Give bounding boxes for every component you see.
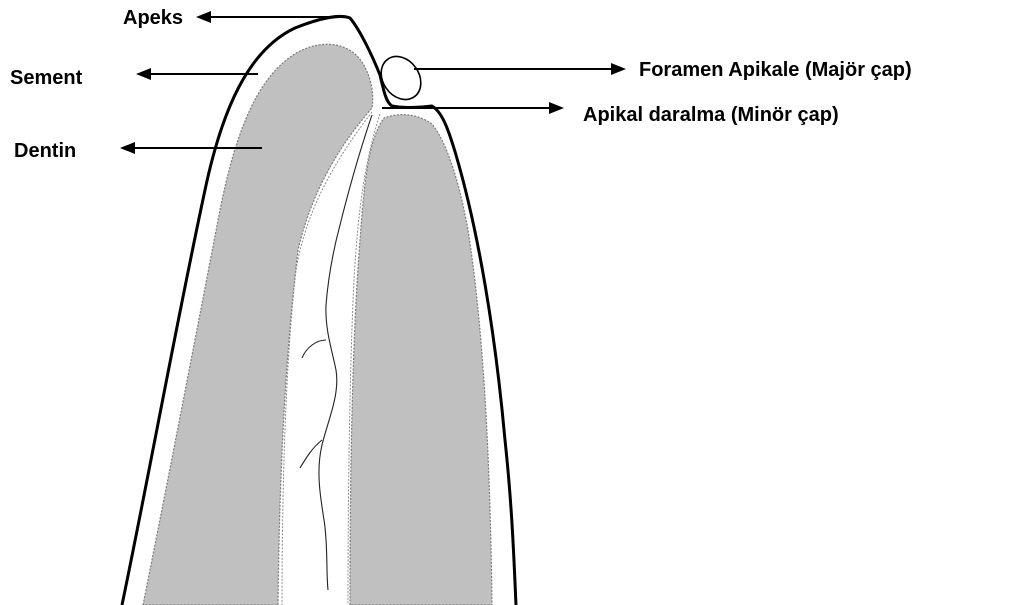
tooth-root-illustration [122,16,516,605]
apical-foramen-label: Foramen Apikale (Majör çap) [639,59,912,81]
nerve-branch-upper [302,340,326,358]
dentin-right-wall [350,115,492,605]
constriction-arrowhead [549,102,564,114]
dentin-label: Dentin [14,140,76,162]
apical-constriction-label: Apikal daralma (Minör çap) [583,104,839,126]
label-cementum: Sement [10,67,258,89]
label-apical-foramen: Foramen Apikale (Majör çap) [414,59,912,81]
apex-arrowhead [196,11,211,23]
apex-label: Apeks [123,7,183,29]
label-dentin: Dentin [14,140,262,162]
dentin-arrowhead [120,142,135,154]
label-apex: Apeks [123,7,340,29]
foramen-arrowhead [611,63,626,75]
label-apical-constriction: Apikal daralma (Minör çap) [382,102,839,126]
cementum-arrowhead [136,68,151,80]
apical-foramen-ellipse [373,49,429,107]
cementum-label: Sement [10,67,83,89]
